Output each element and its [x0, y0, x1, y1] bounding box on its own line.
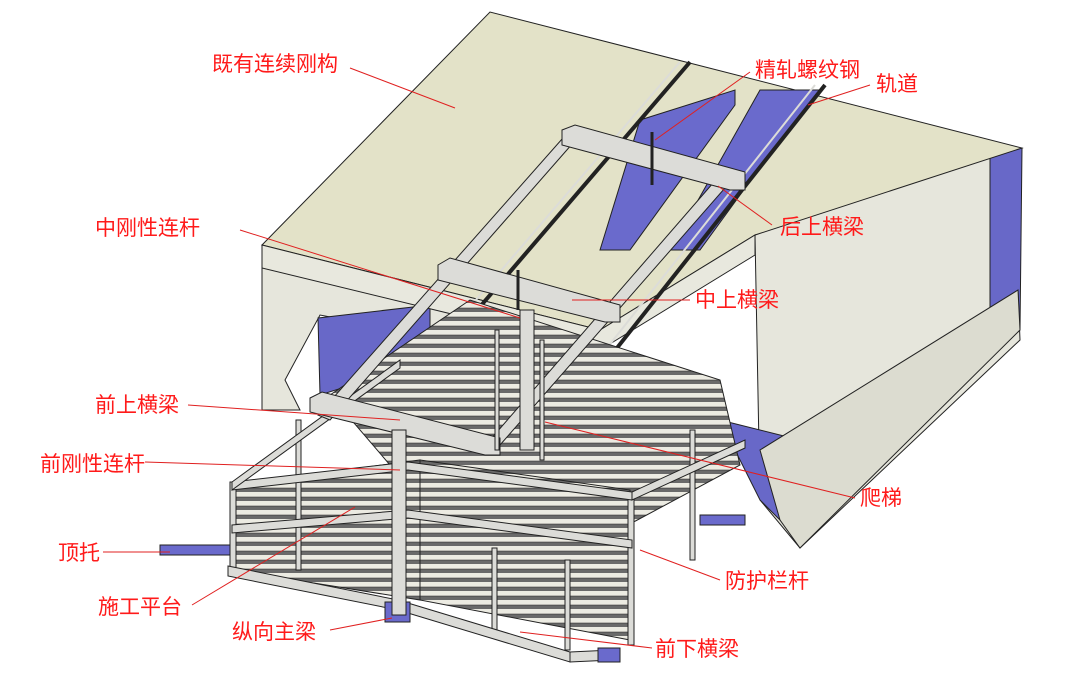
- leader-finish-rolled-rebar: [654, 71, 751, 141]
- leader-existing-rigid-frame: [349, 67, 456, 109]
- label-rear-upper-beam: 后上横梁: [780, 215, 864, 239]
- leader-track: [807, 84, 871, 106]
- label-construction-platform: 施工平台: [98, 595, 182, 619]
- platform: [231, 299, 741, 641]
- platform-deck-front-right: [419, 459, 631, 641]
- leader-front-upper-beam: [187, 404, 401, 421]
- rail-top-side: [631, 439, 746, 501]
- jack-left: [159, 544, 231, 556]
- label-front-upper-beam: 前上横梁: [95, 393, 179, 417]
- rail-post: [627, 494, 635, 646]
- rail-mid-front: [231, 509, 633, 549]
- label-existing-rigid-frame: 既有连续刚构: [212, 52, 338, 76]
- label-longitudinal-main-beam: 纵向主梁: [232, 620, 316, 644]
- ladder-right-rail: [539, 339, 545, 461]
- rail-post: [564, 559, 571, 651]
- jack-side: [699, 514, 746, 526]
- rail-post: [689, 429, 696, 561]
- front-upper-beam: [309, 391, 501, 456]
- leader-guard-rail: [639, 549, 721, 581]
- guard-rails: [229, 359, 746, 651]
- ladder-left-rail: [494, 329, 500, 451]
- leader-front-rigid-rod: [144, 461, 401, 471]
- girder-right-bottom-flange: [759, 289, 1021, 549]
- rail-post: [295, 419, 302, 571]
- label-front-rigid-rod: 前刚性连杆: [40, 452, 145, 476]
- front-rigid-rod: [391, 429, 407, 616]
- leader-rear-upper-beam: [717, 185, 773, 226]
- label-jack-support: 顶托: [58, 541, 100, 565]
- label-middle-upper-beam: 中上横梁: [695, 288, 779, 312]
- leader-lines: [103, 67, 871, 649]
- label-track: 轨道: [876, 72, 918, 96]
- label-guard-rail: 防护栏杆: [725, 569, 809, 593]
- label-ladder: 爬梯: [860, 486, 902, 510]
- rail-post: [491, 547, 498, 639]
- jack-right: [597, 647, 621, 663]
- middle-upper-beam: [437, 257, 621, 323]
- leader-construction-platform: [191, 506, 356, 606]
- leader-middle-rigid-rod: [239, 229, 521, 319]
- leader-longitudinal-main-beam: [329, 617, 393, 631]
- label-finish-rolled-rebar: 精轧螺纹钢: [755, 58, 860, 82]
- middle-rigid-rod: [519, 309, 535, 451]
- upper-frame: [309, 124, 746, 616]
- label-front-lower-beam: 前下横梁: [655, 637, 739, 661]
- leader-front-lower-beam: [519, 631, 653, 649]
- leader-ladder: [544, 421, 856, 499]
- label-middle-rigid-rod: 中刚性连杆: [95, 216, 200, 240]
